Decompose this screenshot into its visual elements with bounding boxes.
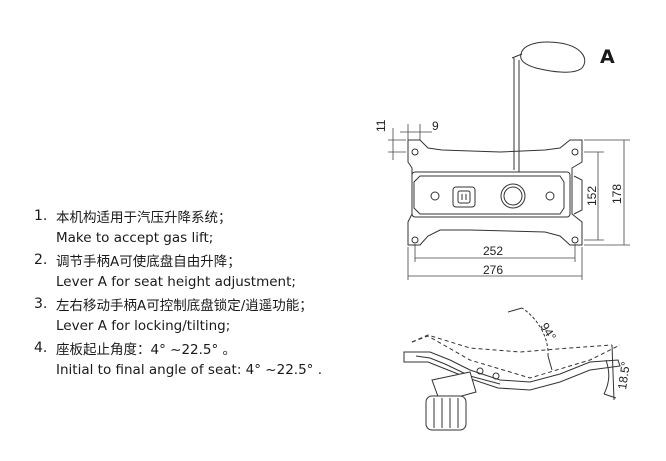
dim-178: 178 xyxy=(610,184,624,204)
note-english: Lever A for locking/tilting; xyxy=(56,318,231,334)
angle-94: 94° xyxy=(537,320,559,343)
note-english: Make to accept gas lift; xyxy=(56,230,214,246)
note-english: Initial to final angle of seat: 4° ~22.5… xyxy=(56,362,322,378)
dim-252: 252 xyxy=(483,244,503,258)
note-item: 2. 调节手柄A可使底盘自由升降； Lever A for seat heigh… xyxy=(34,252,364,292)
note-chinese: 座板起止角度：4° ~22.5° 。 xyxy=(56,342,237,358)
note-chinese: 本机构适用于汽压升降系统； xyxy=(56,210,232,226)
note-number: 3. xyxy=(34,296,48,312)
note-chinese: 左右移动手柄A可控制底盘锁定/逍遥功能； xyxy=(56,298,313,314)
note-item: 1. 本机构适用于汽压升降系统； Make to accept gas lift… xyxy=(34,208,364,248)
note-english: Lever A for seat height adjustment; xyxy=(56,274,296,290)
lever-handle xyxy=(511,41,586,172)
part-label-a: A xyxy=(600,46,615,68)
angle-18-5: 18.5° xyxy=(615,360,633,390)
note-number: 1. xyxy=(34,208,48,224)
notes-list: 1. 本机构适用于汽压升降系统； Make to accept gas lift… xyxy=(34,208,364,384)
dim-9: 9 xyxy=(432,119,439,133)
note-item: 4. 座板起止角度：4° ~22.5° 。 Initial to final a… xyxy=(34,340,364,380)
dim-152: 152 xyxy=(585,186,599,206)
dim-11: 11 xyxy=(374,119,388,132)
mechanism-side-view xyxy=(403,307,621,431)
note-item: 3. 左右移动手柄A可控制底盘锁定/逍遥功能； Lever A for lock… xyxy=(34,296,364,336)
dim-276: 276 xyxy=(483,263,503,277)
plate-top-view xyxy=(407,139,583,246)
note-number: 2. xyxy=(34,252,48,268)
note-number: 4. xyxy=(34,340,48,356)
note-chinese: 调节手柄A可使底盘自由升降； xyxy=(56,254,241,270)
